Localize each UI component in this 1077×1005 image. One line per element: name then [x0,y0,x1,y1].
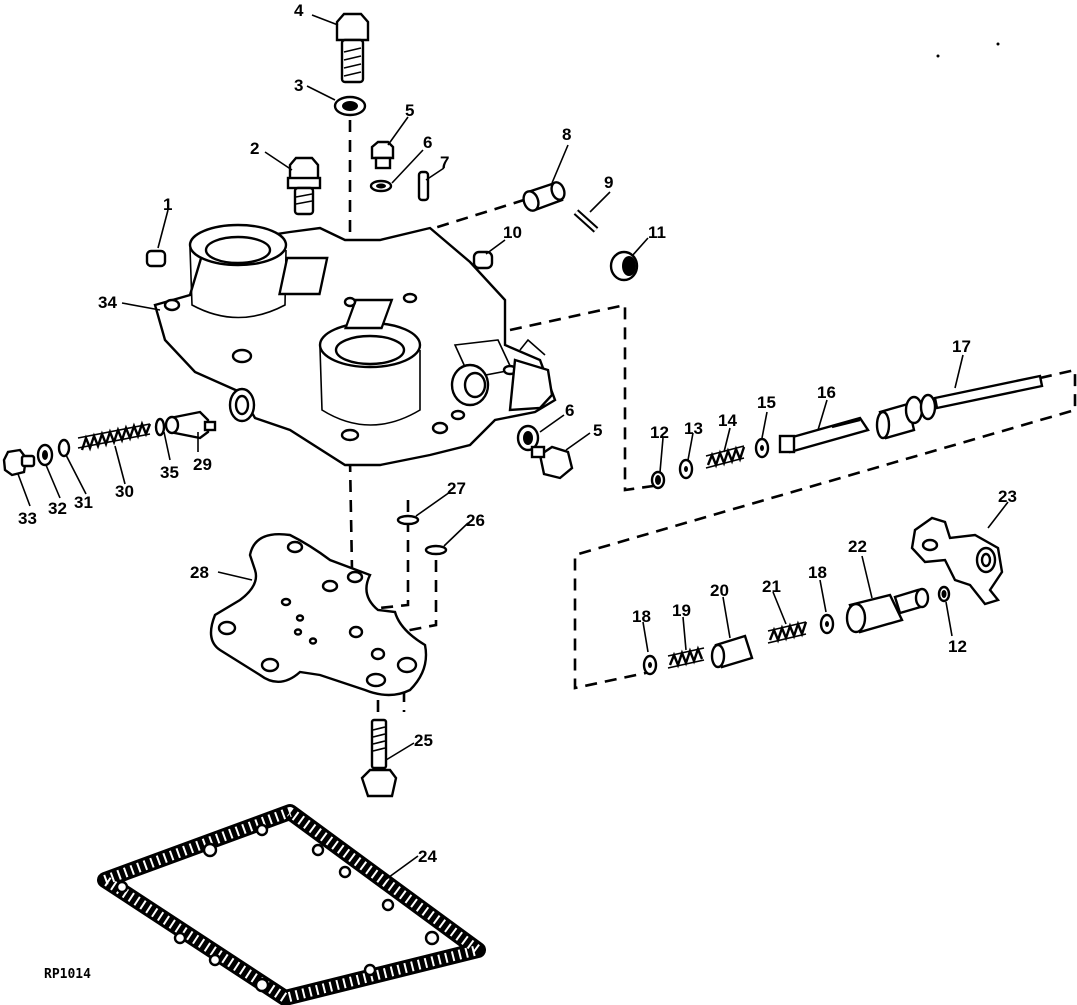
part-17-spool [875,374,1044,440]
callout-28: 28 [190,563,209,582]
part-5-plug-top [370,140,395,170]
callout-labels: 4 3 2 5 6 7 1 8 9 10 11 34 6 5 12 13 14 … [18,1,1017,866]
part-7-pin [417,170,430,202]
specks [936,42,1000,58]
part-33-cap-screw [2,448,36,477]
part-1-plug [145,249,167,268]
leader-lines [17,14,1009,881]
callout-18-left: 18 [632,607,651,626]
part-3-washer [333,95,367,117]
part-13-washer [678,458,694,480]
callout-12-upper: 12 [650,423,669,442]
part-8-sleeve [522,181,566,212]
callout-27: 27 [447,479,466,498]
callout-35: 35 [160,463,179,482]
callout-3: 3 [294,76,303,95]
part-12-ball-lower [937,585,951,603]
callout-1: 1 [163,195,172,214]
part-16-plunger [778,416,870,454]
part-2-plug [286,156,322,216]
callout-14: 14 [718,411,737,430]
part-24-gasket [97,804,486,1005]
part-11-cap-plug [609,250,639,282]
callout-6-top: 6 [423,133,432,152]
callout-5-side: 5 [593,421,602,440]
part-5-plug-side [530,445,574,480]
callout-4: 4 [294,1,304,20]
part-30-spring [77,420,152,452]
callout-6-side: 6 [565,401,574,420]
callout-33: 33 [18,509,37,528]
part-19-spring [667,645,705,669]
callout-29: 29 [193,455,212,474]
part-29-plug [164,410,217,440]
callout-2: 2 [250,139,259,158]
callout-21: 21 [762,577,781,596]
callout-34: 34 [98,293,117,312]
assembly-guide-lines [348,120,1077,712]
callout-26: 26 [466,511,485,530]
part-6-washer-top [369,179,393,193]
part-10-plug [472,250,494,270]
callout-19: 19 [672,601,691,620]
callout-17: 17 [952,337,971,356]
callout-11: 11 [648,223,666,242]
part-15-washer [754,437,770,459]
part-23-lever [910,516,1004,606]
part-12-ball-upper [650,470,666,490]
part-32-washer [36,443,54,467]
part-31-washer [57,438,71,458]
part-20-sleeve [710,634,754,669]
callout-22: 22 [848,537,867,556]
part-18-washer-left [642,654,658,676]
part-21-spring [767,620,808,644]
callout-7: 7 [440,153,449,172]
part-22-valve [845,587,930,634]
callout-32: 32 [48,499,67,518]
callout-9: 9 [604,173,613,192]
callout-30: 30 [115,482,134,501]
callout-15: 15 [757,393,776,412]
part-35-o-ring [154,417,166,437]
callout-8: 8 [562,125,571,144]
callout-10: 10 [503,223,522,242]
callout-13: 13 [684,419,703,438]
part-27-o-ring [396,514,420,526]
callout-12-lower: 12 [948,637,967,656]
callout-16: 16 [817,383,836,402]
part-28-plate [209,533,428,697]
part-26-o-ring [424,544,448,556]
part-4-bolt [335,12,370,84]
callout-24: 24 [418,847,437,866]
figure-id: RP1014 [44,967,91,982]
part-25-bolt [360,718,398,798]
callout-31: 31 [74,493,93,512]
callout-25: 25 [414,731,433,750]
callout-23: 23 [998,487,1017,506]
callout-18-right: 18 [808,563,827,582]
part-9-pin [573,209,599,233]
callout-20: 20 [710,581,729,600]
part-6-washer-side [516,424,540,452]
part-34-valve-housing [153,223,557,467]
callout-5-top: 5 [405,101,414,120]
part-18-washer-right [819,613,835,635]
